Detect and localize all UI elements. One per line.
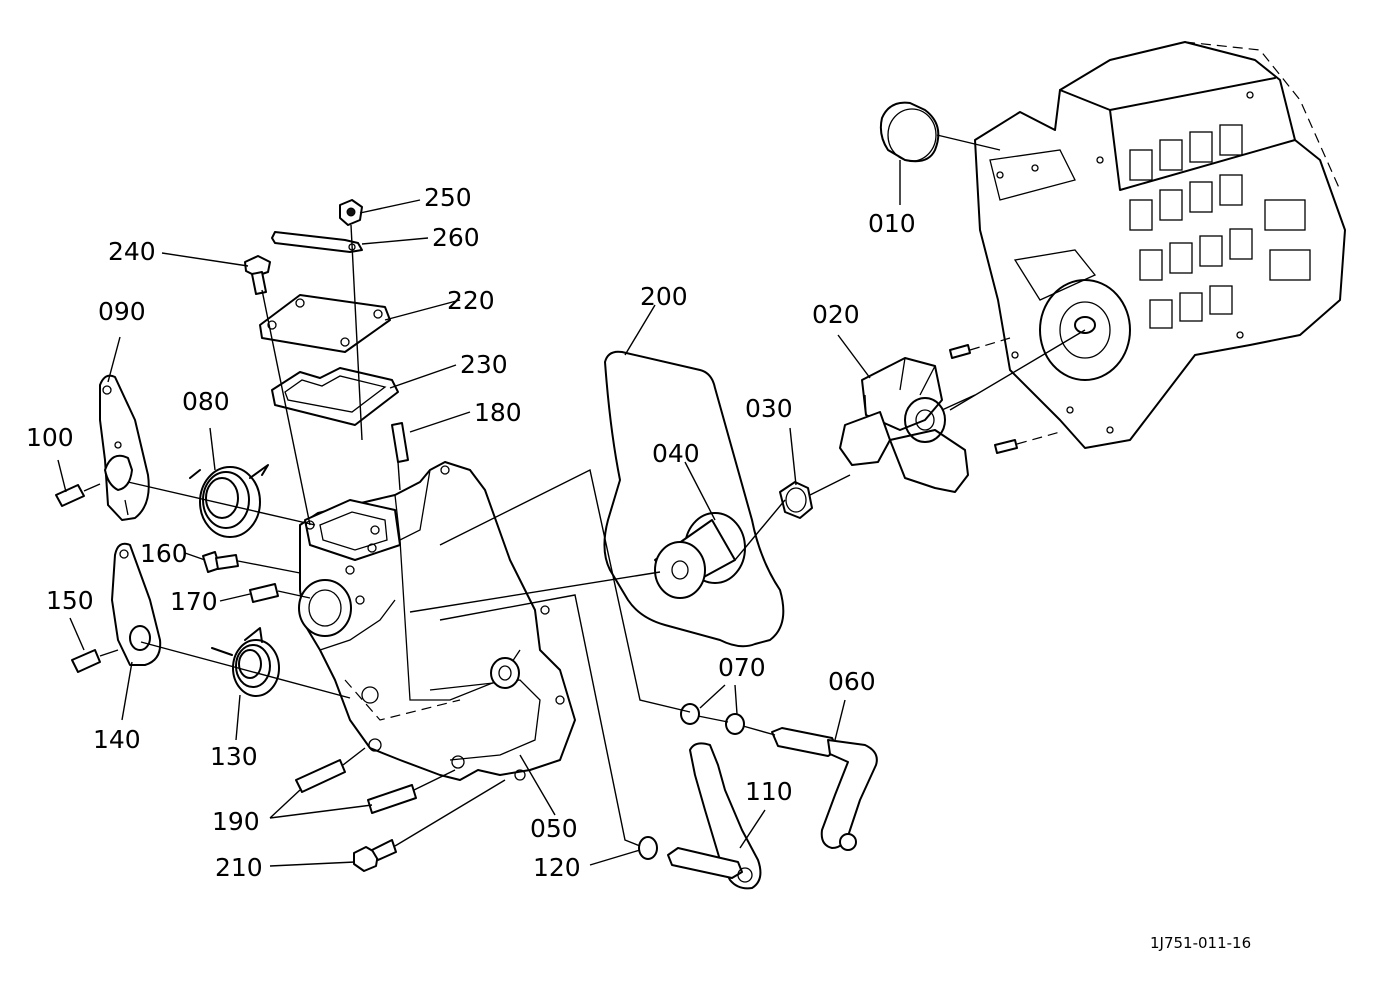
part-260-lever <box>271 231 363 253</box>
label-130: 130 <box>210 742 258 771</box>
label-220: 220 <box>447 286 495 315</box>
label-160: 160 <box>140 539 188 568</box>
label-030: 030 <box>745 394 793 423</box>
label-230: 230 <box>460 350 508 379</box>
part-110-shaft-lever <box>667 742 762 890</box>
label-070: 070 <box>718 653 766 682</box>
label-140: 140 <box>93 725 141 754</box>
label-040: 040 <box>652 439 700 468</box>
part-150-pin <box>71 649 101 673</box>
transmission-case <box>949 41 1346 454</box>
part-160-bolt <box>202 551 239 573</box>
label-260: 260 <box>432 223 480 252</box>
label-200: 200 <box>640 282 688 311</box>
part-070-orings <box>680 703 745 735</box>
part-080-spring <box>189 464 269 538</box>
part-100-pin <box>55 484 85 507</box>
part-050-gear-case <box>298 461 576 781</box>
label-020: 020 <box>812 300 860 329</box>
label-170: 170 <box>170 587 218 616</box>
drawing-code: 1J751-011-16 <box>1150 934 1251 952</box>
part-060-shaft-lever <box>771 727 878 851</box>
part-200-gasket <box>603 350 785 648</box>
label-100: 100 <box>26 423 74 452</box>
label-210: 210 <box>215 853 263 882</box>
label-080: 080 <box>182 387 230 416</box>
part-220-cover <box>259 294 391 353</box>
part-190-studs <box>295 759 417 814</box>
callout-labels: 010 020 030 040 050 060 070 080 090 100 … <box>26 183 916 882</box>
part-140-lever-plate <box>111 542 162 666</box>
part-120-oring <box>638 836 658 860</box>
part-010-plug <box>879 101 1001 163</box>
label-250: 250 <box>424 183 472 212</box>
label-120: 120 <box>533 853 581 882</box>
part-240-bolt <box>244 255 271 295</box>
label-110: 110 <box>745 777 793 806</box>
label-180: 180 <box>474 398 522 427</box>
part-030-bushing <box>779 481 813 519</box>
part-250-nut <box>339 199 363 226</box>
part-230-gasket <box>271 367 399 426</box>
assembly-lines <box>83 224 1086 847</box>
part-130-spring <box>211 627 280 697</box>
label-150: 150 <box>46 586 94 615</box>
part-210-bolt <box>353 839 397 872</box>
part-040-bearing <box>654 512 746 599</box>
label-060: 060 <box>828 667 876 696</box>
part-170-pin <box>249 583 279 603</box>
label-050: 050 <box>530 814 578 843</box>
label-010: 010 <box>868 209 916 238</box>
callout-leaders <box>57 160 901 867</box>
part-090-lever-plate <box>99 374 150 521</box>
label-190: 190 <box>212 807 260 836</box>
label-090: 090 <box>98 297 146 326</box>
part-020-governor <box>839 357 976 493</box>
label-240: 240 <box>108 237 156 266</box>
part-180-stud <box>391 422 409 463</box>
